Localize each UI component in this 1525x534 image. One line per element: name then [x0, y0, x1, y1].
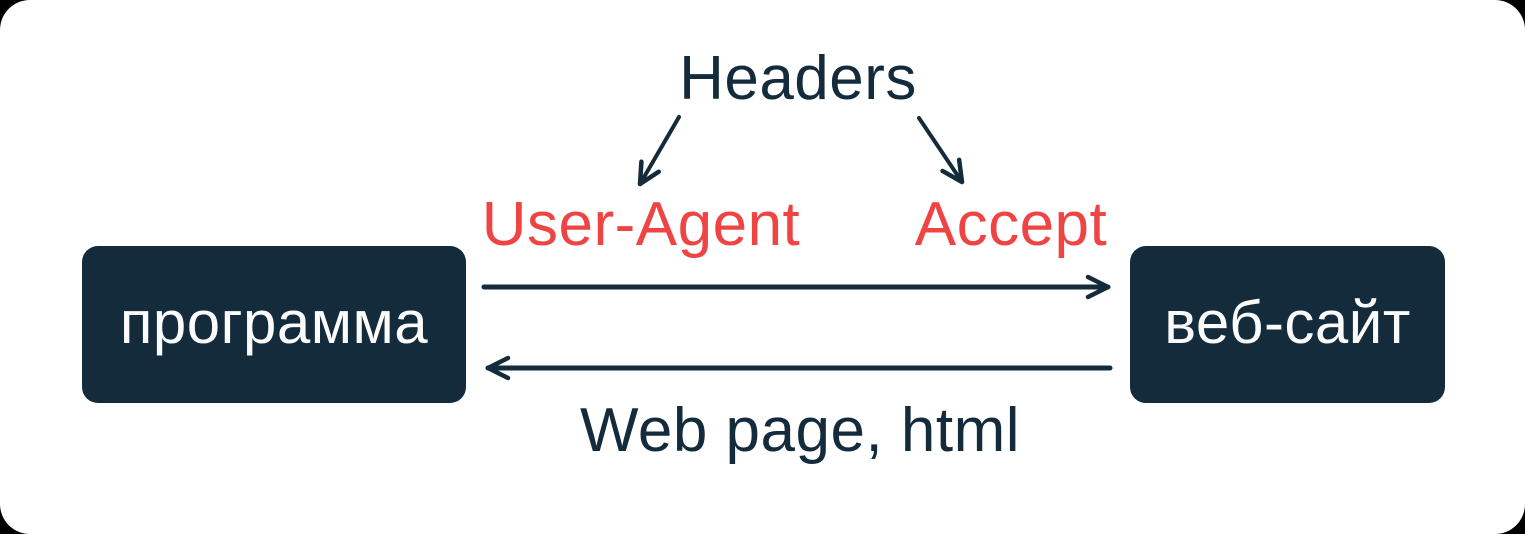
- user-agent-label: User-Agent: [481, 190, 801, 259]
- website-node: веб-сайт: [1130, 246, 1445, 403]
- headers-title: Headers: [679, 44, 917, 113]
- website-node-label: веб-сайт: [1164, 289, 1411, 356]
- headers-to-user-agent-arrow: [637, 115, 681, 187]
- accept-label: Accept: [914, 190, 1108, 259]
- program-node-label: программа: [119, 289, 429, 356]
- headers-to-accept-arrow: [917, 116, 965, 185]
- response-label: Web page, html: [579, 396, 1021, 465]
- program-node: программа: [82, 246, 466, 403]
